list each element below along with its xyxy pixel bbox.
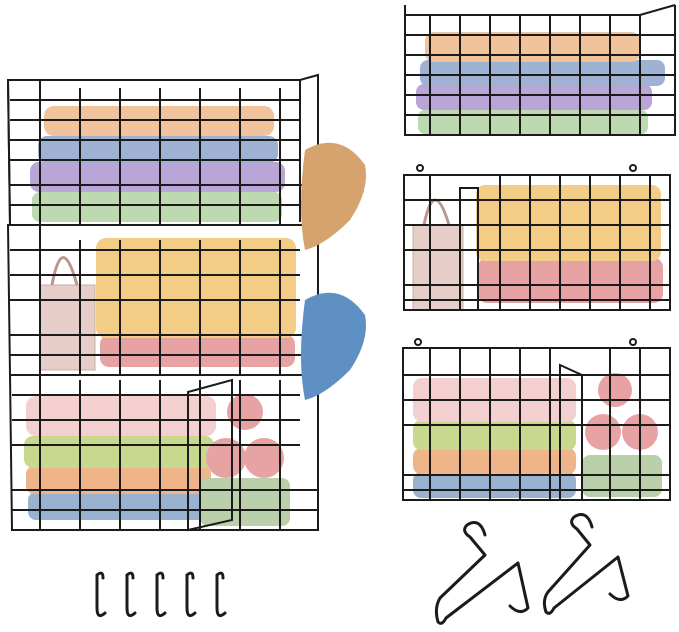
folded-blue-shirt: [420, 60, 665, 86]
folded-rose-shirt: [478, 258, 663, 303]
folded-orange-shirt: [26, 466, 211, 494]
folded-yellow-shirt: [96, 238, 296, 338]
rolled-towel: [585, 414, 621, 450]
folded-mint-shirt: [32, 192, 282, 222]
s-hooks: [95, 571, 227, 618]
folded-peach-shirt: [425, 32, 640, 62]
s-hook: [215, 571, 227, 618]
folded-sage-shirt: [200, 478, 290, 526]
hangers: [434, 513, 630, 625]
s-hook: [185, 571, 197, 618]
folded-lavender-shirt: [416, 84, 652, 110]
folded-blue-shirt: [38, 136, 278, 163]
tan-cap: [301, 142, 366, 250]
tote-bag: [412, 224, 464, 311]
right-wire-basket-3: [402, 338, 671, 501]
rolled-towel: [206, 438, 246, 478]
right-basket-1-clothes: [416, 32, 665, 134]
bottom-basket-clothes: [24, 394, 290, 526]
hanger: [434, 521, 530, 625]
tote-bag: [39, 284, 96, 371]
folded-denim-shirt: [413, 472, 576, 498]
right-basket-2-clothes: [412, 185, 663, 311]
folded-yellow-shirt: [476, 185, 661, 261]
rolled-towel: [598, 373, 632, 407]
hanger: [542, 513, 630, 615]
right-wire-basket-2: [403, 164, 671, 311]
folded-orange-shirt: [413, 448, 576, 474]
rolled-towel: [244, 438, 284, 478]
right-wire-basket-1: [404, 4, 676, 136]
folded-lime-shirt: [413, 420, 576, 450]
folded-lavender-shirt: [30, 162, 285, 192]
blue-cap: [301, 292, 366, 400]
s-hook: [125, 571, 137, 618]
hanging-caps: [301, 142, 366, 400]
folded-mint-shirt: [418, 110, 648, 134]
right-basket-3-clothes: [413, 373, 662, 498]
folded-rose-shirt: [100, 335, 295, 367]
s-hook: [155, 571, 167, 618]
s-hook: [95, 571, 107, 618]
